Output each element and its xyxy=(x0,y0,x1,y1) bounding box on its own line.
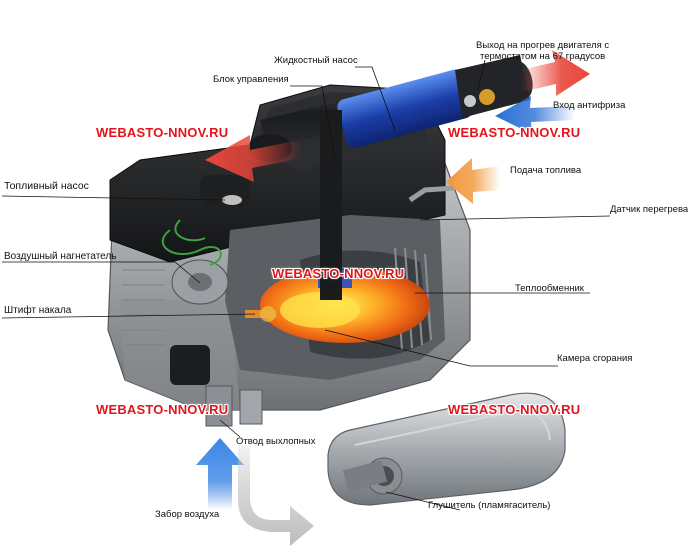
hot-air-arrow xyxy=(205,135,302,182)
label-coolant-in: Вход антифриза xyxy=(553,100,626,111)
label-heat-exchanger: Теплообменник xyxy=(515,283,584,294)
label-air-intake: Забор воздуха xyxy=(155,509,220,520)
hot-coolant-arrow xyxy=(520,50,590,96)
watermark: WEBASTO-NNOV.RU xyxy=(272,266,405,281)
label-overheat-sensor: Датчик перегрева xyxy=(610,204,689,215)
muffler-drawing xyxy=(327,392,566,506)
fuel-line xyxy=(408,185,456,203)
label-exhaust-outlet: Отвод выхлопных xyxy=(236,436,316,447)
watermark: WEBASTO-NNOV.RU xyxy=(96,125,229,140)
leader-lines xyxy=(1,59,611,511)
fuel-arrow xyxy=(446,158,500,204)
label-control-unit: Блок управления xyxy=(213,74,289,85)
label-fuel-pump: Топливный насос xyxy=(4,180,89,192)
label-air-blower: Воздушный нагнетатель xyxy=(4,251,117,262)
label-fuel-supply: Подача топлива xyxy=(510,165,582,176)
arrows xyxy=(196,50,590,546)
label-water-pump: Жидкостный насос xyxy=(274,55,358,66)
cold-coolant-arrow xyxy=(495,96,575,134)
label-combustion-chamber: Камера сгорания xyxy=(557,353,633,364)
label-outlet: Выход на прогрев двигателя с термостатом… xyxy=(476,40,610,62)
watermark: WEBASTO-NNOV.RU xyxy=(448,125,581,140)
air-intake-arrow xyxy=(196,438,244,510)
exhaust-arrow xyxy=(238,445,314,546)
watermark: WEBASTO-NNOV.RU xyxy=(96,402,229,417)
watermark: WEBASTO-NNOV.RU xyxy=(448,402,581,417)
exhaust-pipe xyxy=(205,385,263,427)
label-glow-pin: Штифт накала xyxy=(4,305,72,316)
label-muffler: Глушитель (пламягаситель) xyxy=(428,500,551,511)
